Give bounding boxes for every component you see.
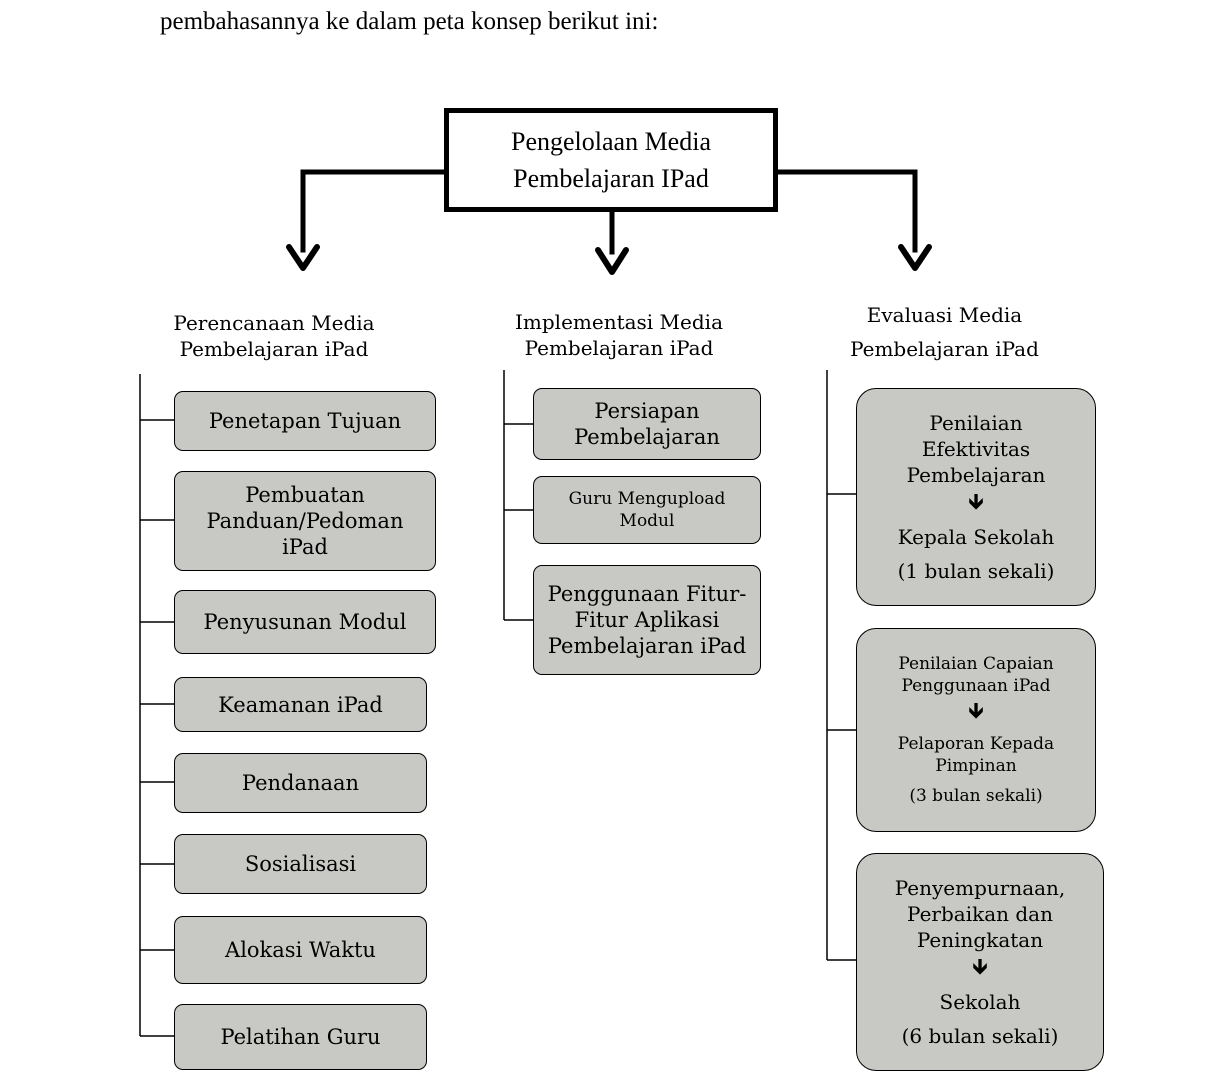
planning-header: Perencanaan Media Pembelajaran iPad xyxy=(104,298,444,374)
implementation-item: Guru Mengupload Modul xyxy=(533,476,761,544)
down-arrow-icon: 🡻 xyxy=(968,490,984,515)
root-title-line2: Pembelajaran IPad xyxy=(513,164,709,193)
planning-item: Keamanan iPad xyxy=(174,677,427,732)
planning-item: Penetapan Tujuan xyxy=(174,391,436,451)
planning-item: Alokasi Waktu xyxy=(174,916,427,984)
arrow-right-head xyxy=(898,244,932,271)
implementation-tree-lines xyxy=(503,370,533,621)
intro-text: pembahasannya ke dalam peta konsep berik… xyxy=(160,8,659,35)
evaluation-item-top: Penilaian Capaian Penggunaan iPad xyxy=(898,654,1054,696)
planning-title-line1: Perencanaan Media xyxy=(173,311,375,335)
evaluation-item-top: Penilaian Efektivitas Pembelajaran xyxy=(906,411,1046,487)
root-node: Pengelolaan Media Pembelajaran IPad xyxy=(444,108,778,212)
planning-item: Pembuatan Panduan/Pedoman iPad xyxy=(174,471,436,571)
evaluation-item-frequency: (3 bulan sekali) xyxy=(909,786,1043,806)
planning-item: Sosialisasi xyxy=(174,834,427,894)
down-arrow-icon: 🡻 xyxy=(968,699,984,724)
planning-tree-lines xyxy=(139,374,174,1037)
evaluation-item-top: Penyempurnaan, Perbaikan dan Peningkatan xyxy=(894,876,1066,952)
evaluation-header: Evaluasi Media Pembelajaran iPad xyxy=(797,295,1092,369)
implementation-item: Penggunaan Fitur-Fitur Aplikasi Pembelaj… xyxy=(533,565,761,675)
planning-item: Pendanaan xyxy=(174,753,427,813)
root-arrowheads xyxy=(286,244,932,275)
evaluation-item: Penyempurnaan, Perbaikan dan Peningkatan… xyxy=(856,853,1104,1071)
arrow-left-head xyxy=(286,244,320,271)
evaluation-item-frequency: (6 bulan sekali) xyxy=(901,1024,1059,1048)
evaluation-tree-lines xyxy=(826,370,856,961)
evaluation-item-bottom: Sekolah xyxy=(939,990,1021,1014)
planning-title-line2: Pembelajaran iPad xyxy=(179,337,369,361)
evaluation-item-bottom: Kepala Sekolah xyxy=(897,525,1055,549)
planning-item: Penyusunan Modul xyxy=(174,590,436,654)
implementation-title-line2: Pembelajaran iPad xyxy=(524,336,714,360)
evaluation-item: Penilaian Efektivitas Pembelajaran 🡻 Kep… xyxy=(856,388,1096,606)
evaluation-title-line2: Pembelajaran iPad xyxy=(850,337,1039,361)
evaluation-item-bottom: Pelaporan Kepada Pimpinan xyxy=(897,734,1055,776)
root-connectors xyxy=(300,169,918,255)
evaluation-item: Penilaian Capaian Penggunaan iPad 🡻 Pela… xyxy=(856,628,1096,832)
planning-item: Pelatihan Guru xyxy=(174,1004,427,1070)
arrow-center-head xyxy=(595,247,629,275)
implementation-header: Implementasi Media Pembelajaran iPad xyxy=(494,300,744,370)
down-arrow-icon: 🡻 xyxy=(972,955,988,980)
evaluation-title-line1: Evaluasi Media xyxy=(866,303,1023,327)
evaluation-item-frequency: (1 bulan sekali) xyxy=(897,559,1055,583)
root-title-line1: Pengelolaan Media xyxy=(511,127,711,156)
implementation-item: Persiapan Pembelajaran xyxy=(533,388,761,460)
implementation-title-line1: Implementasi Media xyxy=(515,310,723,334)
